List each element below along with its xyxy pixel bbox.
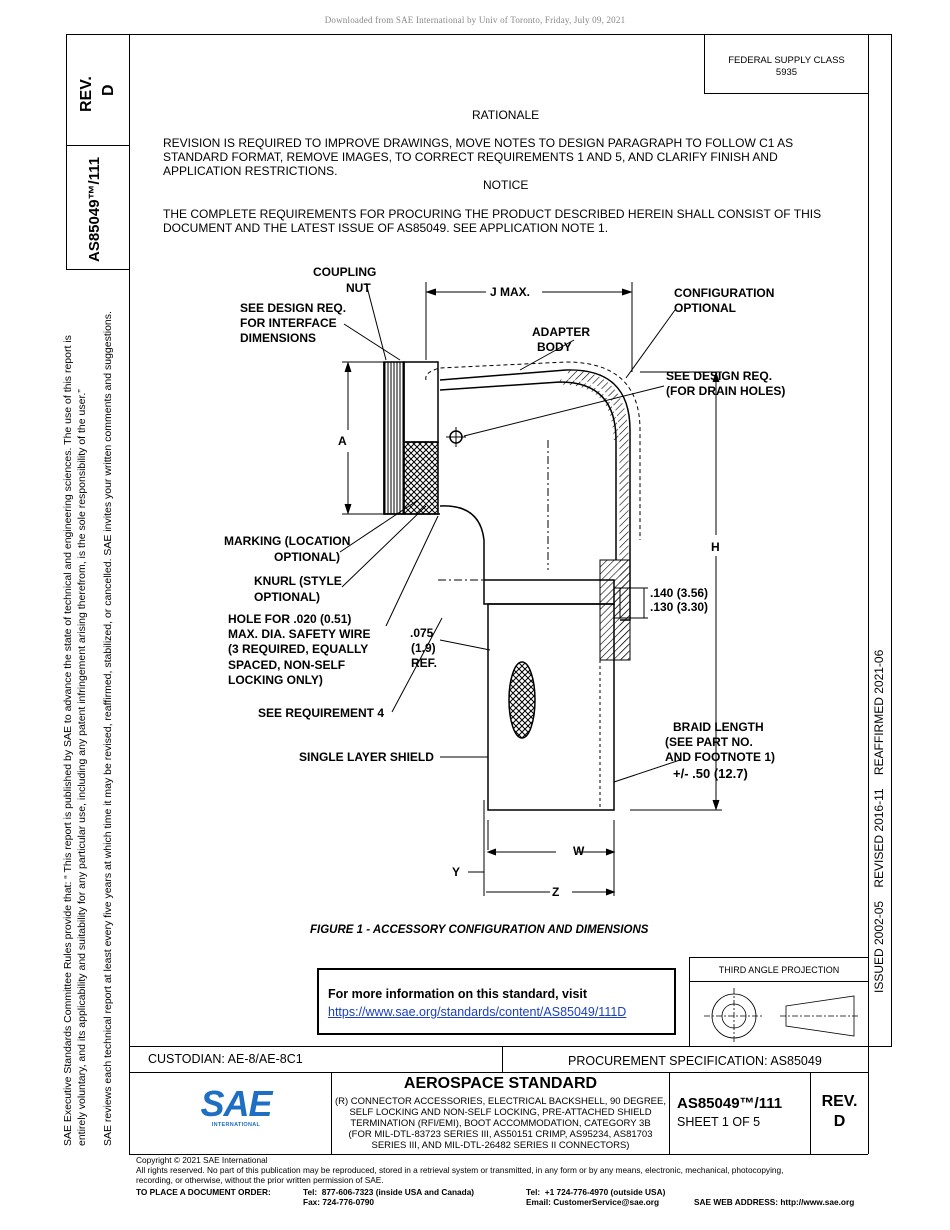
label-braid-2: (SEE PART NO. bbox=[665, 735, 753, 749]
frame-right-2 bbox=[891, 34, 892, 1046]
label-ref-2: (1.9) bbox=[411, 641, 436, 655]
email[interactable]: Email: CustomerService@sae.org bbox=[526, 1197, 660, 1207]
label-hole-2: MAX. DIA. SAFETY WIRE bbox=[228, 627, 370, 641]
info-box: For more information on this standard, v… bbox=[317, 968, 676, 1035]
label-dim-h: H bbox=[711, 540, 720, 554]
label-req4: SEE REQUIREMENT 4 bbox=[258, 706, 384, 720]
fax: Fax: 724-776-0790 bbox=[303, 1197, 375, 1207]
label-marking-2: OPTIONAL) bbox=[274, 550, 340, 564]
label-dim-y: Y bbox=[452, 865, 460, 879]
adapter-body-outline bbox=[439, 369, 631, 621]
sae-logo: SAE INTERNATIONAL bbox=[196, 1086, 276, 1134]
label-braid-4: +/- .50 (12.7) bbox=[673, 766, 748, 781]
label-ref-1: .075 bbox=[410, 626, 434, 640]
label-shield: SINGLE LAYER SHIELD bbox=[299, 750, 434, 764]
federal-supply-class-value: 5935 bbox=[775, 67, 798, 78]
title-line1: (R) CONNECTOR ACCESSORIES, ELECTRICAL BA… bbox=[334, 1096, 666, 1107]
doc-title: (R) CONNECTOR ACCESSORIES, ELECTRICAL BA… bbox=[332, 1096, 669, 1151]
custodian: CUSTODIAN: AE-8/AE-8C1 bbox=[148, 1052, 303, 1066]
label-interface-3: DIMENSIONS bbox=[240, 331, 316, 345]
label-config-1: CONFIGURATION bbox=[674, 286, 774, 300]
label-drain-1: SEE DESIGN REQ. bbox=[666, 369, 772, 383]
label-coupling-2: NUT bbox=[346, 281, 371, 295]
projection-symbol bbox=[704, 988, 860, 1044]
label-config-2: OPTIONAL bbox=[674, 301, 736, 315]
label-dim-140: .140 (3.56) bbox=[650, 586, 708, 600]
frame-bottom bbox=[129, 1046, 892, 1047]
standard-link[interactable]: https://www.sae.org/standards/content/AS… bbox=[328, 1005, 627, 1019]
label-marking-1: MARKING (LOCATION bbox=[224, 534, 350, 548]
label-coupling-1: COUPLING bbox=[313, 265, 376, 279]
frame-left-inner bbox=[129, 34, 130, 1046]
label-adapter-1: ADAPTER bbox=[532, 325, 590, 339]
download-notice: Downloaded from SAE International by Uni… bbox=[324, 15, 626, 25]
label-knurl-1: KNURL (STYLE bbox=[254, 574, 342, 588]
label-braid-1: BRAID LENGTH bbox=[673, 720, 764, 734]
label-ref-3: REF. bbox=[411, 656, 437, 670]
title-rev-label: REV. bbox=[821, 1093, 858, 1110]
label-hole-1: HOLE FOR .020 (0.51) bbox=[228, 612, 351, 626]
figure-caption: FIGURE 1 - ACCESSORY CONFIGURATION AND D… bbox=[310, 924, 649, 936]
label-hole-3: (3 REQUIRED, EQUALLY bbox=[228, 642, 368, 656]
title-rev-value: D bbox=[833, 1113, 846, 1130]
projection-label: THIRD ANGLE PROJECTION bbox=[718, 965, 840, 975]
footer: Copyright © 2021 SAE International All r… bbox=[136, 1155, 926, 1185]
rationale-line3: APPLICATION RESTRICTIONS. bbox=[163, 164, 338, 178]
label-dim-130: .130 (3.30) bbox=[650, 600, 708, 614]
title-line2: SELF LOCKING AND NON-SELF LOCKING, PRE-A… bbox=[349, 1107, 652, 1118]
notice-heading: NOTICE bbox=[483, 178, 529, 192]
procurement-spec: PROCUREMENT SPECIFICATION: AS85049 bbox=[568, 1054, 822, 1068]
tel-outside: Tel: +1 724-776-4970 (outside USA) bbox=[526, 1187, 666, 1197]
order-label: TO PLACE A DOCUMENT ORDER: bbox=[136, 1187, 271, 1197]
standard-type: AEROSPACE STANDARD bbox=[403, 1075, 598, 1092]
coupling-nut-grip bbox=[383, 361, 405, 515]
label-braid-3: AND FOOTNOTE 1) bbox=[665, 750, 775, 764]
braid-pattern bbox=[508, 661, 536, 739]
label-interface-1: SEE DESIGN REQ. bbox=[240, 301, 346, 315]
label-hole-5: LOCKING ONLY) bbox=[228, 673, 323, 687]
label-hole-4: SPACED, NON-SELF bbox=[228, 658, 345, 672]
rights-line2: recording, or otherwise, without the pri… bbox=[136, 1175, 384, 1185]
frame-left-box-bottom bbox=[66, 269, 130, 270]
label-dim-w: W bbox=[573, 844, 585, 858]
rationale-line2: STANDARD FORMAT, REMOVE IMAGES, TO CORRE… bbox=[163, 150, 778, 164]
rationale-line1: REVISION IS REQUIRED TO IMPROVE DRAWINGS… bbox=[163, 136, 794, 150]
notice-line2: DOCUMENT AND THE LATEST ISSUE OF AS85049… bbox=[163, 221, 609, 235]
sheet-number: SHEET 1 OF 5 bbox=[677, 1115, 761, 1129]
sae-logo-sub: INTERNATIONAL bbox=[211, 1122, 261, 1128]
frame-left-outer bbox=[66, 34, 67, 269]
label-knurl-2: OPTIONAL) bbox=[254, 590, 320, 604]
notice-line1: THE COMPLETE REQUIREMENTS FOR PROCURING … bbox=[163, 207, 822, 221]
copyright: Copyright © 2021 SAE International bbox=[136, 1155, 268, 1165]
tel-usa: Tel: 877-606-7323 (inside USA and Canada… bbox=[303, 1187, 475, 1197]
label-dim-z: Z bbox=[552, 885, 559, 899]
web-address[interactable]: SAE WEB ADDRESS: http://www.sae.org bbox=[694, 1197, 855, 1207]
sae-logo-text: SAE bbox=[200, 1083, 272, 1124]
label-drain-2: (FOR DRAIN HOLES) bbox=[666, 384, 785, 398]
info-box-heading: For more information on this standard, v… bbox=[328, 987, 588, 1001]
label-jmax: J MAX. bbox=[490, 285, 530, 299]
frame-top bbox=[66, 34, 892, 35]
federal-supply-class-label: FEDERAL SUPPLY CLASS bbox=[728, 55, 845, 66]
label-interface-2: FOR INTERFACE bbox=[240, 316, 337, 330]
knurl-region bbox=[403, 441, 439, 515]
frame-left-box-divider bbox=[66, 145, 130, 146]
title-line4: (FOR MIL-DTL-83723 SERIES III, AS50151 C… bbox=[348, 1129, 653, 1140]
frame-right-1 bbox=[868, 34, 869, 1046]
label-dim-a: A bbox=[338, 434, 347, 448]
label-adapter-2: BODY bbox=[537, 340, 572, 354]
title-line3: TERMINATION (RFI/EMI), BOOT ACCOMMODATIO… bbox=[350, 1118, 651, 1129]
rights-line1: All rights reserved. No part of this pub… bbox=[136, 1165, 784, 1175]
title-doc-number: AS85049™/111 bbox=[677, 1095, 783, 1112]
title-line5: SERIES III, AND MIL-DTL-26482 SERIES II … bbox=[371, 1140, 630, 1151]
rationale-heading: RATIONALE bbox=[472, 108, 540, 122]
